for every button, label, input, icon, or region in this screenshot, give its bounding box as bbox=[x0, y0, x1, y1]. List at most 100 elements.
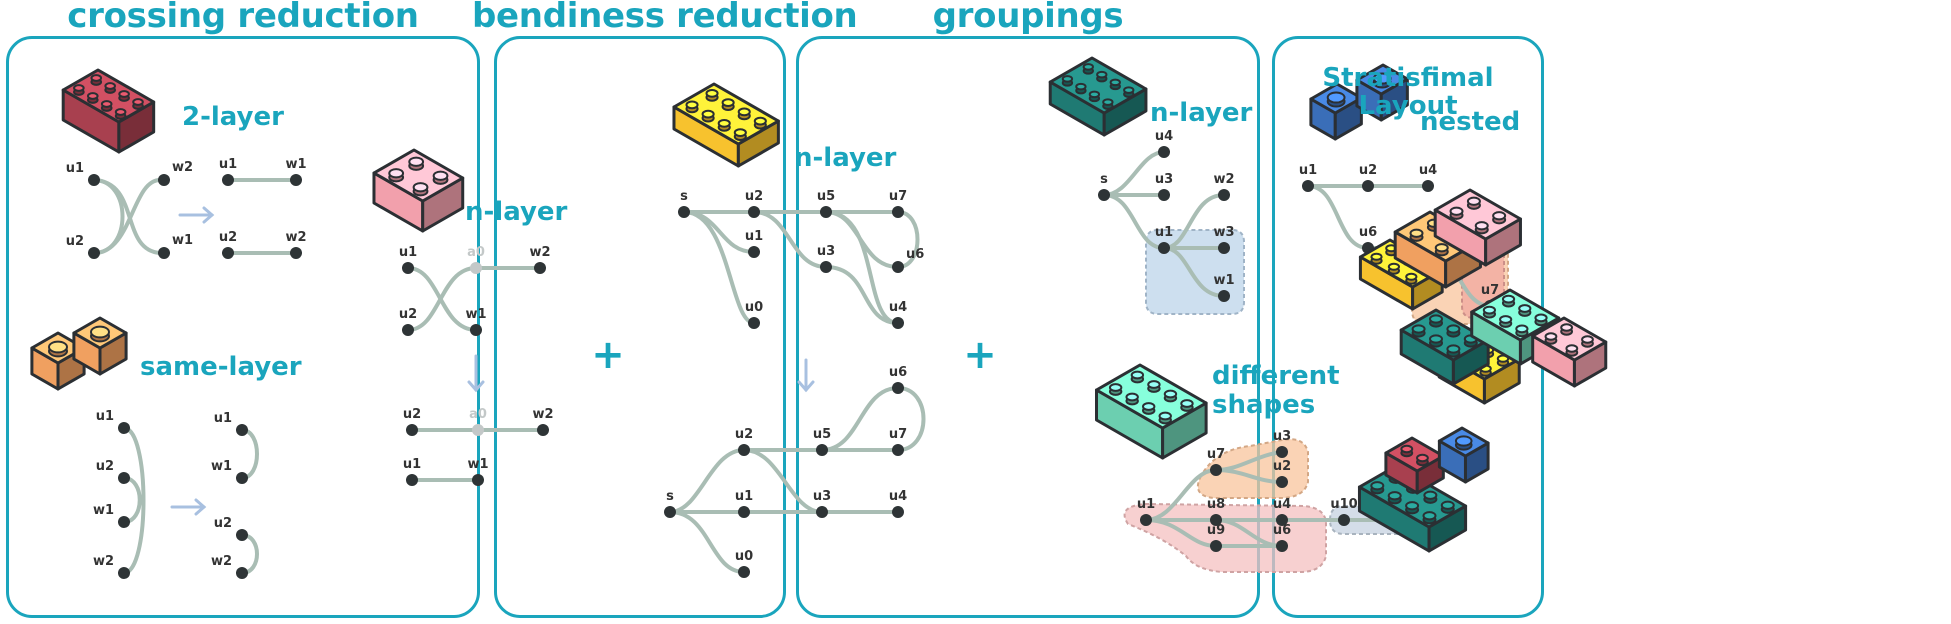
node-label-bt_u2: u2 bbox=[745, 189, 763, 204]
node-gn_w2 bbox=[1218, 189, 1230, 201]
node-nb_u1 bbox=[406, 474, 418, 486]
arrow-down-nlayer-head bbox=[467, 380, 485, 393]
node-bt_u0 bbox=[748, 317, 760, 329]
edge-u1-w1b bbox=[92, 178, 162, 255]
node-label-tl_u1: u1 bbox=[66, 161, 84, 176]
yellow-brick-icon bbox=[672, 82, 780, 168]
node-ne_u4 bbox=[1422, 180, 1434, 192]
node-bt_s bbox=[678, 206, 690, 218]
n-layer-label-b: n-layer bbox=[794, 143, 897, 173]
edge-gn-s-u1 bbox=[1102, 193, 1166, 250]
edge-ds-u1-u9 bbox=[1144, 518, 1218, 548]
node-na_u2 bbox=[402, 324, 414, 336]
node-label-bb_s: s bbox=[666, 489, 674, 504]
node-bt_u1 bbox=[748, 246, 760, 258]
arrow-down-bendiness-head bbox=[797, 380, 815, 393]
node-ds_u2 bbox=[1276, 476, 1288, 488]
node-label-gn_u3: u3 bbox=[1155, 172, 1173, 187]
node-label-na_u1: u1 bbox=[399, 245, 417, 260]
arrow-right-2layer-head bbox=[202, 206, 215, 224]
node-label-na_a0: a0 bbox=[467, 245, 485, 260]
node-nb_w2 bbox=[537, 424, 549, 436]
two-layer-label: 2-layer bbox=[182, 102, 284, 132]
node-bb_u5 bbox=[816, 444, 828, 456]
node-gn_u1 bbox=[1158, 242, 1170, 254]
node-bb_s bbox=[664, 506, 676, 518]
edge-gn-u1-w1 bbox=[1162, 246, 1226, 298]
node-label-nb_a0: a0 bbox=[469, 407, 487, 422]
node-label-ds_u1: u1 bbox=[1137, 497, 1155, 512]
node-label-bt_u3: u3 bbox=[817, 244, 835, 259]
node-label-bt_u5: u5 bbox=[817, 189, 835, 204]
blue-brick-icon-a bbox=[1309, 82, 1363, 141]
n-layer-label-a: n-layer bbox=[465, 197, 568, 227]
edge-bb-s-u2 bbox=[668, 448, 746, 514]
node-bb_u0 bbox=[738, 566, 750, 578]
bendiness-title: bendiness reduction bbox=[472, 0, 858, 36]
node-ne_u1 bbox=[1302, 180, 1314, 192]
crossing-title: crossing reduction bbox=[67, 0, 419, 36]
node-tr_u1 bbox=[222, 174, 234, 186]
node-label-na_u2: u2 bbox=[399, 307, 417, 322]
node-gn_u4 bbox=[1158, 146, 1170, 158]
node-na_u1 bbox=[402, 262, 414, 274]
node-sr_u2 bbox=[236, 529, 248, 541]
node-label-sl_u1: u1 bbox=[96, 409, 114, 424]
node-label-bt_u1: u1 bbox=[745, 229, 763, 244]
groupings-title: groupings bbox=[932, 0, 1124, 36]
node-label-gn_u1: u1 bbox=[1155, 225, 1173, 240]
node-label-ds_u8: u8 bbox=[1207, 497, 1225, 512]
edge-sl-1 bbox=[122, 426, 146, 575]
node-label-sl_u2: u2 bbox=[96, 459, 114, 474]
blue-brick-icon-b bbox=[1355, 63, 1409, 122]
node-label-nb_w2: w2 bbox=[532, 407, 553, 422]
edge-sr-2 bbox=[240, 533, 259, 575]
node-label-gn_w3: w3 bbox=[1213, 225, 1234, 240]
plus-operator-2: + bbox=[963, 332, 997, 378]
node-bb_u3 bbox=[816, 506, 828, 518]
node-label-nb_u2: u2 bbox=[403, 407, 421, 422]
group-pink-shapes bbox=[1123, 502, 1327, 573]
node-label-gn_u4: u4 bbox=[1155, 129, 1173, 144]
node-label-ds_u3: u3 bbox=[1273, 429, 1291, 444]
group-blue-region bbox=[1145, 229, 1245, 315]
node-label-sr_u2: u2 bbox=[214, 516, 232, 531]
result-teal-brick-icon bbox=[1399, 308, 1490, 386]
node-bt_u7 bbox=[892, 206, 904, 218]
pink-brick-icon bbox=[372, 148, 465, 233]
edge-bt-u2-u3 bbox=[752, 210, 828, 269]
node-label-ne_u2: u2 bbox=[1359, 163, 1377, 178]
node-ds_u1 bbox=[1140, 514, 1152, 526]
node-label-bt_s: s bbox=[680, 189, 688, 204]
node-label-bb_u2: u2 bbox=[735, 427, 753, 442]
result-pink-brick-icon-b bbox=[1531, 316, 1608, 388]
node-nb_u2 bbox=[406, 424, 418, 436]
mint-brick-icon bbox=[1095, 363, 1208, 460]
node-label-bt_u0: u0 bbox=[745, 300, 763, 315]
result-teal-brick-icon-b bbox=[1357, 464, 1468, 553]
node-label-bb_u1: u1 bbox=[735, 489, 753, 504]
node-label-bb_u0: u0 bbox=[735, 549, 753, 564]
node-ds_u9 bbox=[1210, 540, 1222, 552]
node-label-bb_u6: u6 bbox=[889, 365, 907, 380]
orange-brick-icon-b bbox=[72, 316, 128, 376]
node-sr_w1 bbox=[236, 472, 248, 484]
node-nb_w1 bbox=[472, 474, 484, 486]
node-label-sl_w1: w1 bbox=[93, 503, 114, 518]
node-sl_u1 bbox=[118, 422, 130, 434]
node-na_w2 bbox=[534, 262, 546, 274]
edge-bt-u7-u6 bbox=[896, 210, 920, 269]
node-label-nb_u1: u1 bbox=[403, 457, 421, 472]
node-label-ds_u2: u2 bbox=[1273, 459, 1291, 474]
edge-bt-s-u0 bbox=[682, 210, 756, 325]
node-label-tl_u2: u2 bbox=[66, 234, 84, 249]
node-tl_w2 bbox=[158, 174, 170, 186]
node-tl_u2 bbox=[88, 247, 100, 259]
plus-operator-1: + bbox=[591, 332, 625, 378]
node-bt_u3 bbox=[820, 261, 832, 273]
node-label-ne_u7: u7 bbox=[1481, 283, 1499, 298]
result-pink-brick-icon-a bbox=[1433, 188, 1522, 267]
